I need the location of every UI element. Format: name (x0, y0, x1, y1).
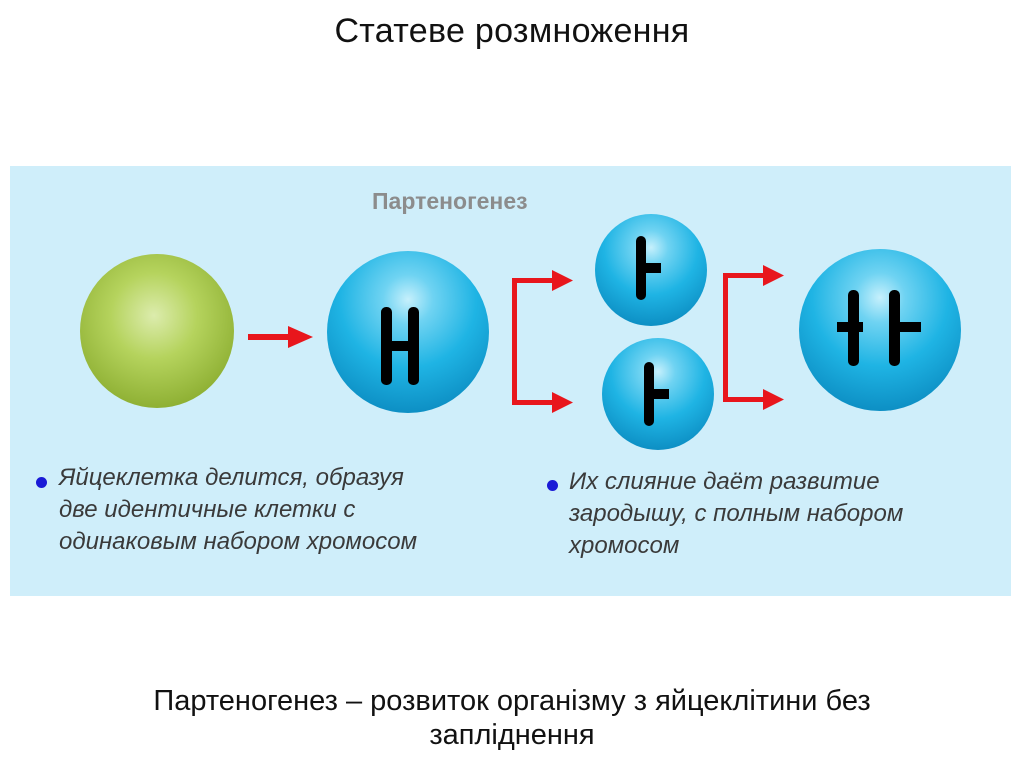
haploid-cell-bottom (602, 338, 714, 450)
egg-cell (80, 254, 234, 408)
caption-line: Яйцеклетка делится, образуя (59, 462, 417, 494)
diploid-cell (327, 251, 489, 413)
split-bracket-arrow (512, 270, 573, 413)
bullet-dot (547, 480, 558, 491)
definition-text: Партеногенез – розвиток організму з яйце… (0, 684, 1024, 752)
caption-division: Яйцеклетка делится, образуя две идентичн… (59, 462, 417, 558)
fusion-bracket-arrow (723, 265, 784, 410)
definition-line: запліднення (0, 718, 1024, 752)
diagram-panel: Партеногенез (10, 166, 1011, 596)
arrow-right (248, 326, 313, 348)
haploid-cell-top (595, 214, 707, 326)
bullet-dot (36, 477, 47, 488)
caption-line: Их слияние даёт развитие (569, 466, 903, 498)
definition-line: Партеногенез – розвиток організму з яйце… (0, 684, 1024, 718)
caption-line: хромосом (569, 530, 903, 562)
caption-line: зародышу, с полным набором (569, 498, 903, 530)
slide-title: Статеве розмноження (0, 12, 1024, 51)
caption-line: одинаковым набором хромосом (59, 526, 417, 558)
zygote-cell (799, 249, 961, 411)
caption-line: две идентичные клетки с (59, 494, 417, 526)
caption-fusion: Их слияние даёт развитие зародышу, с пол… (569, 466, 903, 562)
